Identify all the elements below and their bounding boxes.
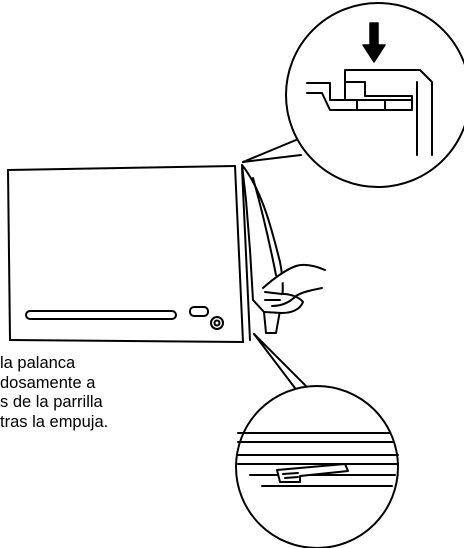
- dishwasher-left-edge: [7, 169, 11, 341]
- dishwasher-top-edge: [7, 165, 236, 171]
- instruction-line-1: la palanca: [0, 354, 76, 372]
- upper-callout-line-2: [242, 154, 302, 163]
- lower-callout-line-2: [253, 333, 311, 391]
- hand-outline: [262, 263, 326, 314]
- lower-callout-line-1: [253, 333, 299, 393]
- dishwasher-illustration: [7, 164, 284, 343]
- lower-detail-callout: [235, 333, 399, 548]
- instruction-line-2: dosamente a: [0, 373, 96, 392]
- upper-detail-bracket: [306, 69, 433, 156]
- lower-detail-lever: [276, 463, 349, 483]
- handle-slot: [25, 310, 177, 320]
- dishwasher-front-edge: [234, 165, 251, 343]
- power-knob-center: [213, 319, 221, 327]
- instruction-line-3: s de la parrilla: [0, 393, 103, 411]
- upper-callout-line-1: [242, 139, 297, 163]
- control-button: [189, 306, 209, 317]
- door-inner-line: [252, 177, 277, 276]
- down-arrow-icon: [362, 22, 386, 63]
- upper-detail-callout: [242, 2, 464, 188]
- dishwasher-bottom-edge: [9, 339, 244, 343]
- hand-illustration: [262, 263, 326, 314]
- instruction-text: la palanca dosamente a s de la parrilla …: [0, 354, 240, 432]
- instruction-line-4: tras la empuja.: [0, 412, 109, 431]
- lower-detail-rails: [237, 432, 399, 487]
- door-panel: [241, 164, 284, 334]
- power-knob: [210, 316, 224, 330]
